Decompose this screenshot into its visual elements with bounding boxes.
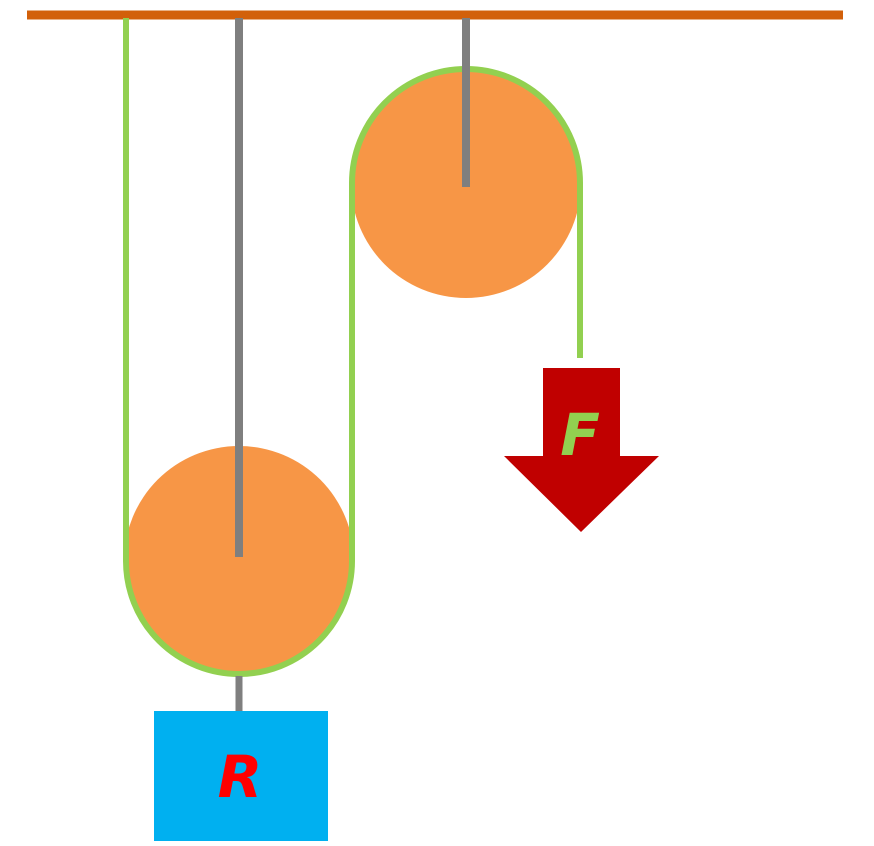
rope	[123, 18, 583, 677]
movable-pulley	[124, 446, 354, 676]
force-label: F	[560, 401, 600, 469]
load-box	[154, 711, 328, 841]
load-label: R	[218, 743, 263, 811]
force-arrow	[504, 368, 659, 532]
